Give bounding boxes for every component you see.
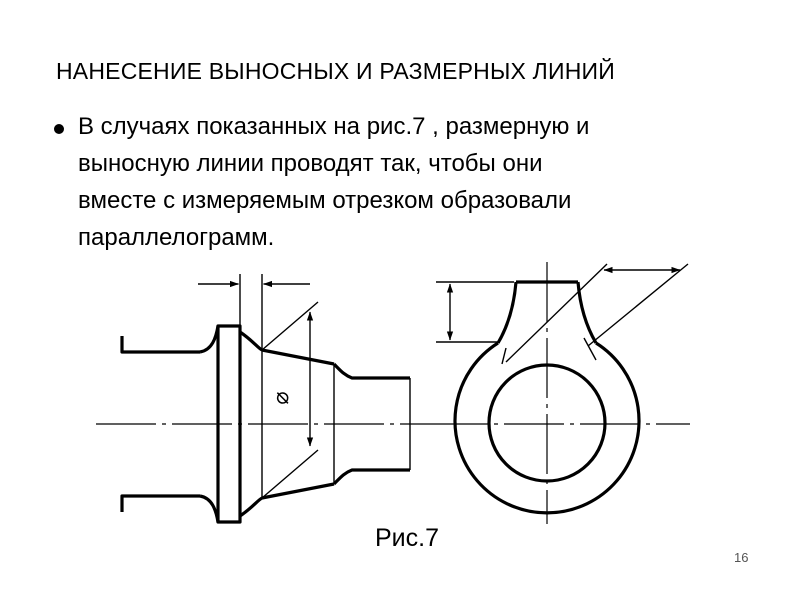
bullet-text: В случаях показанных на рис.7 , размерну… (78, 108, 758, 256)
bullet-dot-icon (54, 124, 64, 134)
shaft-view (96, 274, 428, 524)
figure-caption: Рис.7 (375, 524, 439, 552)
width-dimension (501, 263, 689, 365)
lug-view (428, 262, 690, 524)
diameter-dimension (261, 301, 319, 499)
slide-title: НАНЕСЕНИЕ ВЫНОСНЫХ И РАЗМЕРНЫХ ЛИНИЙ (56, 58, 615, 84)
bore-circle (487, 363, 607, 483)
lug-outline (453, 280, 641, 515)
page-number: 16 (734, 550, 749, 565)
thickness-dimension (198, 274, 310, 350)
bullet-line-3: вместе с измеряемым отрезком образовали (78, 187, 572, 214)
bullet-line-2: выносную линии проводят так, чтобы они (78, 150, 543, 177)
bullet-line-1: В случаях показанных на рис.7 , размерну… (78, 113, 590, 140)
diameter-symbol: ⌀ (269, 391, 294, 404)
height-dimension (436, 281, 514, 343)
bullet-line-4: параллелограмм. (78, 224, 275, 251)
shaft-outline (120, 324, 410, 524)
